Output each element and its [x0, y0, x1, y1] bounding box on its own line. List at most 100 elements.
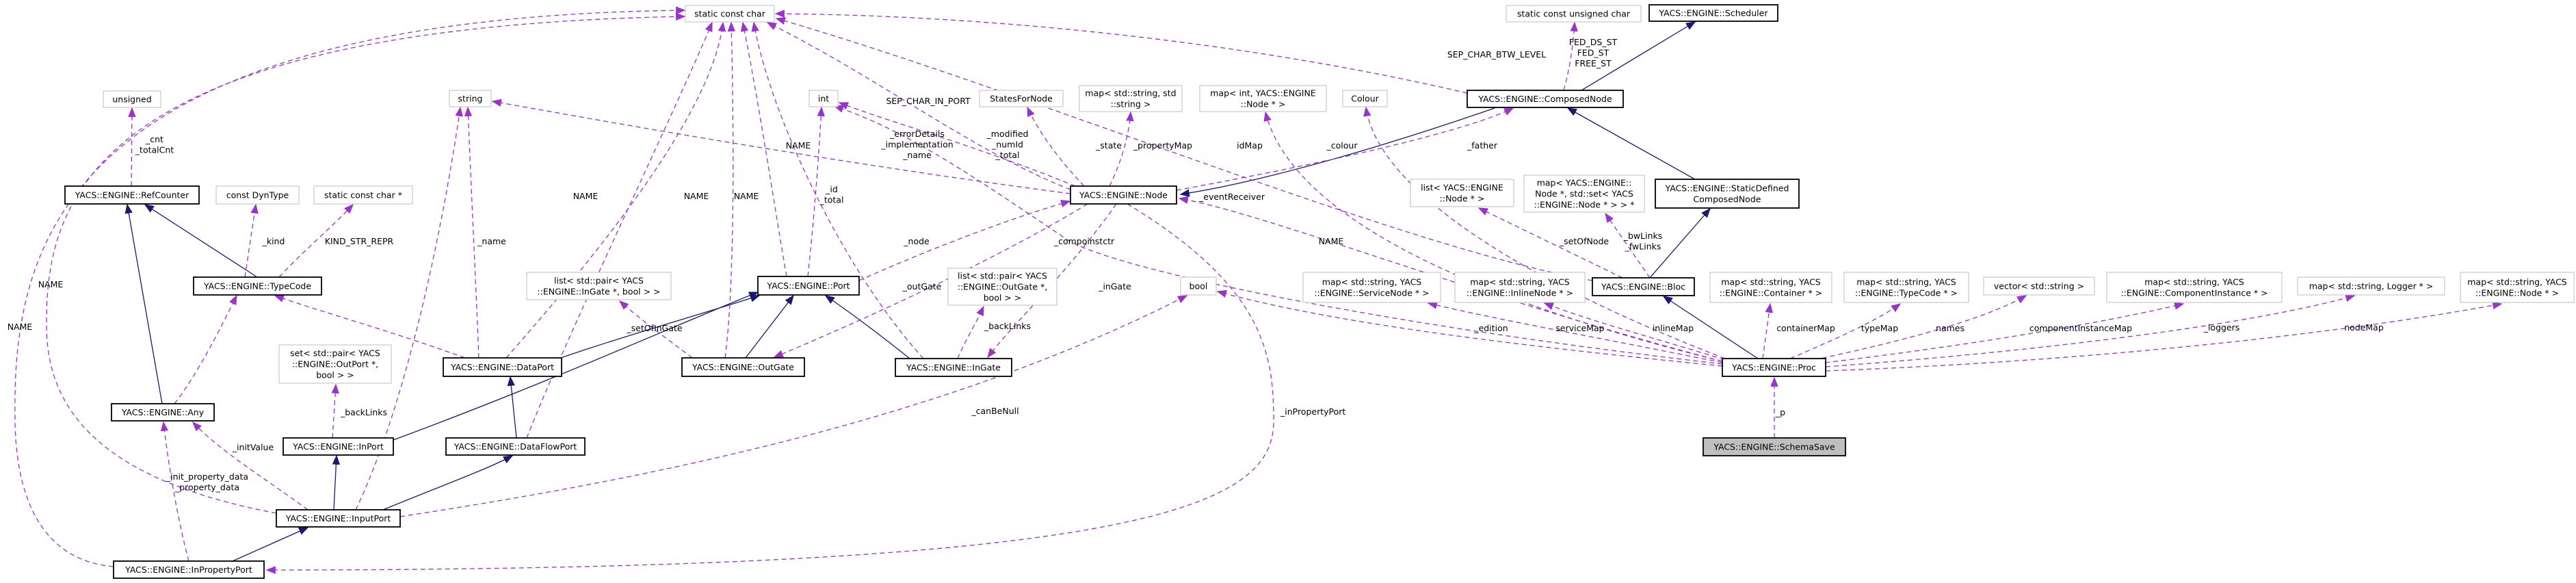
class-box-typecode[interactable]: YACS::ENGINE::TypeCode — [193, 276, 322, 296]
static-const-char-ptr-box — [313, 185, 413, 205]
class-box-dataflowport[interactable]: YACS::ENGINE::DataFlowPort — [445, 437, 586, 456]
edge-inputport-to-dataflowport — [382, 455, 514, 510]
map-node-set-box — [1523, 174, 1645, 213]
type-box-map-int-node: map< int, YACS::ENGINE::Node * > — [1199, 85, 1327, 112]
map-container-box — [1709, 272, 1832, 303]
edge-label-34: _canBeNull — [971, 406, 1018, 416]
int-box — [809, 90, 839, 107]
states-for-node-label: StatesForNode — [990, 94, 1053, 104]
edge-label-10: _total — [819, 195, 844, 205]
edge-label-36: serviceMap — [1555, 323, 1604, 333]
edge-proc-to-vector-string — [1813, 295, 2027, 361]
string-box — [449, 90, 492, 107]
schemasave-box[interactable] — [1703, 437, 1846, 456]
class-box-ingate[interactable]: YACS::ENGINE::InGate — [895, 358, 1012, 377]
edge-dataport-to-string — [464, 106, 479, 359]
map-logger-box — [2297, 276, 2445, 296]
inputport-label: YACS::ENGINE::InputPort — [285, 513, 391, 523]
edge-proc-to-map-container — [1762, 302, 1773, 359]
edge-node-to-string — [491, 99, 1071, 194]
type-box-string: string — [449, 90, 492, 107]
map-servicenode-label: ::ENGINE::ServiceNode * > — [1314, 288, 1429, 298]
map-string-node-label: map< std::string, YACS — [2467, 277, 2567, 287]
edge-label-42: _loggers — [2203, 322, 2240, 333]
edge-proc-to-map-typecode — [1789, 303, 1902, 359]
const-dyntype-box — [215, 185, 300, 205]
edge-proc-to-bloc — [1662, 296, 1759, 359]
inputport-box[interactable] — [276, 509, 401, 528]
bloc-box[interactable] — [1592, 277, 1695, 296]
ingate-box[interactable] — [895, 358, 1012, 377]
type-box-states-for-node: StatesForNode — [979, 90, 1064, 107]
edge-inputport-to-any — [192, 421, 308, 510]
type-box-unsigned: unsigned — [103, 90, 161, 108]
proc-box[interactable] — [1722, 358, 1826, 377]
class-box-node[interactable]: YACS::ENGINE::Node — [1070, 185, 1177, 205]
class-box-inputport[interactable]: YACS::ENGINE::InputPort — [276, 509, 401, 528]
edge-label-3: _kind — [262, 236, 285, 246]
edge-any-to-typecode — [174, 294, 237, 404]
class-box-port[interactable]: YACS::ENGINE::Port — [757, 276, 860, 296]
string-label: string — [458, 94, 483, 104]
map-typecode-box — [1843, 272, 1969, 303]
edge-label-8: NAME — [734, 191, 759, 201]
map-componentinstance-label: ::ENGINE::ComponentInstance * > — [2120, 288, 2268, 298]
inport-label: YACS::ENGINE::InPort — [292, 441, 384, 452]
edge-inpropertyport-to-any — [160, 421, 189, 562]
map-string-string-label: map< std::string, std — [1085, 88, 1176, 99]
edge-label-18: _father — [1467, 140, 1498, 151]
class-box-scheduler[interactable]: YACS::ENGINE::Scheduler — [1648, 4, 1778, 22]
edge-label-7: NAME — [684, 191, 709, 201]
inpropertyport-box[interactable] — [113, 560, 265, 579]
map-container-label: ::ENGINE::Container * > — [1720, 288, 1822, 298]
refcounter-box[interactable] — [64, 185, 200, 205]
typecode-box[interactable] — [193, 276, 322, 296]
list-outgate-label: bool > > — [984, 293, 1022, 303]
edge-label-40: names — [1936, 323, 1964, 333]
edge-inport-to-port — [393, 292, 759, 441]
edge-node-to-inpropertyport — [265, 203, 1274, 574]
edge-label-24: _setOfNode — [1559, 236, 1609, 246]
class-box-inpropertyport[interactable]: YACS::ENGINE::InPropertyPort — [113, 560, 265, 579]
edge-label-10: _id — [825, 184, 838, 194]
scheduler-box[interactable] — [1648, 4, 1778, 22]
inport-box[interactable] — [282, 437, 394, 456]
type-box-map-string-string: map< std::string, std::string > — [1079, 85, 1183, 112]
outgate-box[interactable] — [681, 357, 805, 377]
dataport-label: YACS::ENGINE::DataPort — [450, 362, 554, 372]
edge-label-44: _p — [1775, 407, 1785, 417]
edge-composed-node-to-scheduler — [1581, 21, 1696, 91]
list-node-box — [1410, 179, 1514, 207]
edge-inputport-to-bool — [399, 295, 1188, 517]
node-box[interactable] — [1070, 185, 1177, 205]
edge-bloc-to-static-const-char — [775, 17, 1593, 281]
class-box-proc[interactable]: YACS::ENGINE::Proc — [1722, 358, 1826, 377]
type-box-map-string-node: map< std::string, YACS::ENGINE::Node * > — [2460, 272, 2575, 303]
class-box-composed-node[interactable]: YACS::ENGINE::ComposedNode — [1467, 90, 1624, 108]
composed-node-box[interactable] — [1467, 90, 1624, 108]
static-const-char-ptr-label: static const char * — [324, 190, 402, 200]
class-box-refcounter[interactable]: YACS::ENGINE::RefCounter — [64, 185, 200, 205]
static-defined-composed-node-box[interactable] — [1655, 179, 1800, 209]
class-box-outgate[interactable]: YACS::ENGINE::OutGate — [681, 357, 805, 377]
class-box-inport[interactable]: YACS::ENGINE::InPort — [282, 437, 394, 456]
map-servicenode-box — [1302, 272, 1441, 303]
class-box-dataport[interactable]: YACS::ENGINE::DataPort — [443, 357, 562, 377]
dataport-box[interactable] — [443, 357, 562, 377]
any-box[interactable] — [111, 403, 215, 422]
class-box-bloc[interactable]: YACS::ENGINE::Bloc — [1592, 277, 1695, 296]
dataflowport-box[interactable] — [445, 437, 586, 456]
edge-outgate-to-port — [745, 294, 794, 359]
set-outport-label: bool > > — [316, 370, 354, 380]
static-const-unsigned-char-box — [1506, 5, 1642, 23]
type-box-map-typecode: map< std::string, YACS::ENGINE::TypeCode… — [1843, 272, 1969, 303]
edge-inputport-to-inport — [332, 454, 341, 510]
refcounter-label: YACS::ENGINE::RefCounter — [75, 190, 189, 200]
edge-node-to-states-for-node — [1027, 106, 1085, 187]
edge-label-4: KIND_STR_REPR — [325, 236, 394, 246]
class-box-schemasave[interactable]: YACS::ENGINE::SchemaSave — [1703, 437, 1846, 456]
port-box[interactable] — [757, 276, 860, 296]
class-box-any[interactable]: YACS::ENGINE::Any — [111, 403, 215, 422]
type-box-map-servicenode: map< std::string, YACS::ENGINE::ServiceN… — [1302, 272, 1441, 303]
